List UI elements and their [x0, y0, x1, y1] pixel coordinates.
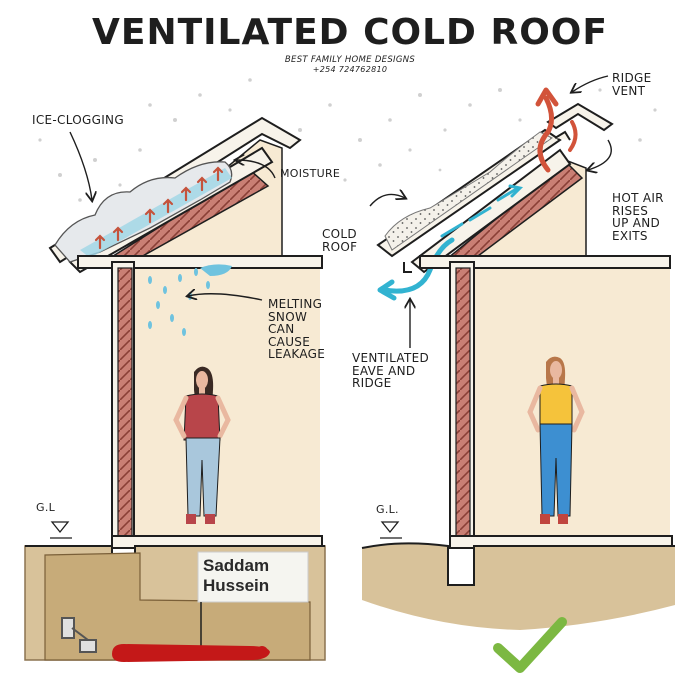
label-gl-right: G.L.	[376, 503, 399, 516]
right-snow-layer	[384, 131, 553, 251]
left-interior-wall	[132, 262, 320, 540]
hot-air-arrow	[537, 95, 554, 173]
buried-figure	[112, 644, 270, 662]
label-melting-snow: MELTING SNOW CAN CAUSE LEAKAGE	[268, 297, 326, 362]
pipe-fixture	[61, 617, 97, 653]
label-ridge-vent: RIDGE VENT	[612, 71, 652, 98]
snow-dots	[38, 78, 657, 202]
right-person	[527, 356, 585, 524]
label-cold-roof: COLD ROOF	[322, 227, 358, 254]
left-ground-marker	[50, 521, 72, 539]
label-pointers	[69, 75, 612, 348]
page-title: VENTILATED COLD ROOF	[91, 12, 608, 53]
meme-overlay	[44, 551, 311, 662]
label-ice-clogging: ICE-CLOGGING	[32, 113, 124, 127]
label-hot-air: HOT AIR RISES UP AND EXITS	[612, 191, 664, 243]
label-ventilated-eave: VENTILATED EAVE AND RIDGE	[352, 351, 430, 391]
right-ground-marker	[380, 521, 402, 539]
ridge-vent-cap	[546, 102, 614, 141]
airflow-dashes	[440, 184, 524, 238]
label-moisture: MOISTURE	[280, 167, 341, 180]
right-ceiling-beam	[419, 255, 671, 269]
right-house	[361, 87, 675, 630]
left-person	[173, 366, 231, 524]
eave-soffit	[403, 262, 412, 273]
subtitle: BEST FAMILY HOME DESIGNS	[284, 55, 416, 65]
meme-label-box	[197, 551, 309, 603]
meme-dirt-cut	[44, 552, 311, 661]
right-wall-insulation	[455, 267, 471, 539]
check-mark-icon	[493, 617, 567, 673]
left-wall-insulation	[117, 267, 133, 539]
right-ground	[362, 543, 675, 630]
left-moisture-arrows	[94, 166, 224, 250]
eave-airflow-arrow	[381, 237, 455, 294]
label-gl-left: G.L	[36, 501, 56, 514]
meme-caption: Saddam Hussein	[203, 556, 270, 596]
phone-number: +254 724762810	[312, 65, 388, 74]
